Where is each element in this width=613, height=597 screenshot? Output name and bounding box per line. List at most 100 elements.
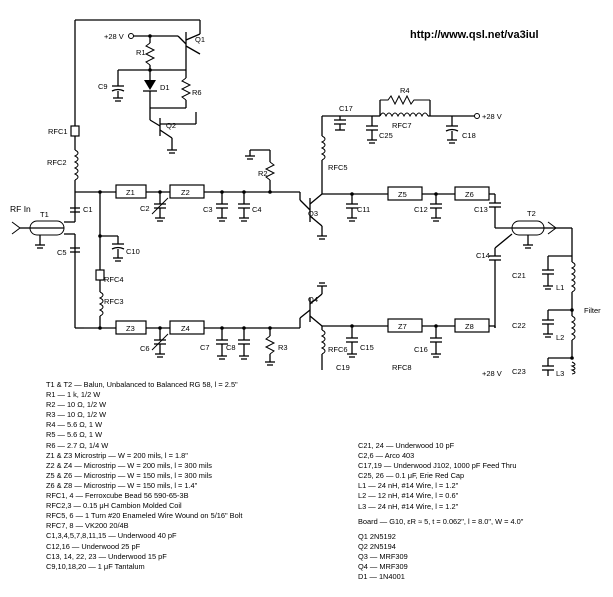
parts-list-line: R4 — 5.6 Ω, 1 W xyxy=(46,420,103,430)
label-r6: R6 xyxy=(192,88,202,97)
label-z5: Z5 xyxy=(398,190,407,199)
label-rfc6: RFC6 xyxy=(328,345,348,354)
parts-list-line: Q1 2N5192 xyxy=(358,531,396,541)
parts-list-line: R5 — 5.6 Ω, 1 W xyxy=(46,430,103,440)
parts-list-line: L1 — 24 nH, #14 Wire, l = 1.2" xyxy=(358,481,459,491)
label-supply-q3: +28 V xyxy=(482,112,502,121)
label-supply-q4: +28 V xyxy=(482,369,502,378)
label-filter: Filter xyxy=(584,306,601,315)
parts-list-line: Q2 2N5194 xyxy=(358,541,396,551)
label-c5: C5 xyxy=(57,248,67,257)
label-z2: Z2 xyxy=(181,188,190,197)
parts-list-line: RFC2,3 — 0.15 μH Cambion Molded Coil xyxy=(46,501,182,511)
parts-list-line: R2 — 10 Ω, 1/2 W xyxy=(46,400,107,410)
upper-input-match: Z1 Z2 C2 C3 C4 xyxy=(75,149,300,222)
label-l2: L2 xyxy=(556,333,564,342)
parts-list-line: RFC1, 4 — Ferroxcube Bead 56 590-65-3B xyxy=(46,491,189,501)
label-rf-in: RF In xyxy=(10,204,31,214)
label-c14: C14 xyxy=(476,251,490,260)
label-q3: Q3 xyxy=(308,209,318,218)
parts-list-line: C17,19 — Underwood J102, 1000 pF Feed Th… xyxy=(358,461,517,471)
q3-stage: Q3 RFC5 C17 C25 R4 RFC7 xyxy=(299,86,502,240)
label-rfc1: RFC1 xyxy=(48,127,68,136)
label-r2: R2 xyxy=(258,169,268,178)
label-rfc3: RFC3 xyxy=(104,297,124,306)
label-c19: C19 xyxy=(336,363,350,372)
parts-list-line: Z5 & Z6 — Microstrip — W = 150 mils, l =… xyxy=(46,470,212,480)
parts-list-line: R6 — 2.7 Ω, 1/4 W xyxy=(46,440,109,450)
parts-list-line: C13, 14, 22, 23 — Underwood 15 pF xyxy=(46,551,167,561)
label-r3: R3 xyxy=(278,343,288,352)
bias-network: +28 V Q1 R1 C9 D1 R6 xyxy=(47,19,205,192)
parts-list-line: R3 — 10 Ω, 1/2 W xyxy=(46,410,107,420)
label-z7: Z7 xyxy=(398,322,407,331)
label-l3: L3 xyxy=(556,369,564,378)
parts-list-line: C1,3,4,5,7,8,11,15 — Underwood 40 pF xyxy=(46,531,177,541)
label-r1: R1 xyxy=(136,48,146,57)
parts-list-line: C21, 24 — Underwood 10 pF xyxy=(358,441,455,450)
lower-input-match: C10 RFC4 RFC3 Z3 Z4 C6 C7 xyxy=(74,192,300,366)
label-t2: T2 xyxy=(527,209,536,218)
label-rfc8: RFC8 xyxy=(392,363,412,372)
parts-list-line: L3 — 24 nH, #14 Wire, l = 1.2" xyxy=(358,501,459,511)
label-c22: C22 xyxy=(512,321,526,330)
label-rfc2: RFC2 xyxy=(47,158,67,167)
label-z6: Z6 xyxy=(465,190,474,199)
parts-list-line: RFC5, 6 — 1 Turn #20 Enameled Wire Wound… xyxy=(46,511,243,521)
label-z3: Z3 xyxy=(126,324,135,333)
parts-list-line: C12,16 — Underwood 25 pF xyxy=(46,541,141,551)
rf-amplifier-schematic: +28 V Q1 R1 C9 D1 R6 xyxy=(10,19,601,378)
label-c12: C12 xyxy=(414,205,428,214)
label-c25: C25 xyxy=(379,131,393,140)
label-rfc7: RFC7 xyxy=(392,121,412,130)
label-c6: C6 xyxy=(140,344,150,353)
parts-list-line: L2 — 12 nH, #14 Wire, l = 0.6" xyxy=(358,491,459,501)
label-z8: Z8 xyxy=(465,322,474,331)
label-c17: C17 xyxy=(339,104,353,113)
label-c4: C4 xyxy=(252,205,262,214)
input-balun: RF In T1 C1 C5 xyxy=(10,192,93,260)
label-r4: R4 xyxy=(400,86,410,95)
label-z1: Z1 xyxy=(126,188,135,197)
parts-list-left: T1 & T2 — Balun, Unbalanced to Balanced … xyxy=(46,380,336,572)
parts-list-line: R1 — 1 k, 1/2 W xyxy=(46,390,101,400)
parts-list-line: Z1 & Z3 Microstrip — W = 200 mils, l = 1… xyxy=(46,450,188,460)
parts-list-line: Z6 & Z8 — Microstrip — W = 150 mils, l =… xyxy=(46,480,198,490)
label-c9: C9 xyxy=(98,82,108,91)
q4-stage: Q4 RFC6 C15 Z7 C16 Z8 C19 RFC8 +2 xyxy=(299,282,502,378)
label-c10: C10 xyxy=(126,247,140,256)
label-q2: Q2 xyxy=(166,121,176,130)
label-c18: C18 xyxy=(462,131,476,140)
parts-list-line: RFC7, 8 — VK200 20/4B xyxy=(46,521,129,531)
label-l1: L1 xyxy=(556,283,564,292)
label-q1: Q1 xyxy=(195,35,205,44)
label-rfc4: RFC4 xyxy=(104,275,124,284)
label-c8: C8 xyxy=(226,343,236,352)
label-z4: Z4 xyxy=(181,324,190,333)
parts-list-line: T1 & T2 — Balun, Unbalanced to Balanced … xyxy=(46,380,238,389)
label-q4: Q4 xyxy=(308,295,318,304)
parts-list-line: C25, 26 — 0.1 μF, Erie Red Cap xyxy=(358,471,465,481)
source-url: http://www.qsl.net/va3iul xyxy=(410,29,539,41)
label-c3: C3 xyxy=(203,205,213,214)
label-c7: C7 xyxy=(200,343,210,352)
label-c2: C2 xyxy=(140,204,150,213)
label-c16: C16 xyxy=(414,345,428,354)
parts-list-line: Q3 — MRF309 xyxy=(358,551,408,561)
parts-list-line: Board — G10, εR ≈ 5, t = 0.062", l = 8.0… xyxy=(358,516,524,526)
label-c23: C23 xyxy=(512,367,526,376)
label-supply-top: +28 V xyxy=(104,32,124,41)
label-c13: C13 xyxy=(474,205,488,214)
label-c15: C15 xyxy=(360,343,374,352)
parts-list-line: Q4 — MRF309 xyxy=(358,562,408,572)
label-c21: C21 xyxy=(512,271,526,280)
label-c11: C11 xyxy=(357,205,370,214)
label-c1: C1 xyxy=(83,205,93,214)
parts-list-line: Z2 & Z4 — Microstrip — W = 200 mils, l =… xyxy=(46,460,212,470)
parts-list-line: C9,10,18,20 — 1 μF Tantalum xyxy=(46,561,145,571)
label-rfc5: RFC5 xyxy=(328,163,348,172)
parts-list-line: D1 — 1N4001 xyxy=(358,572,405,582)
output-balun-filter: T2 C14 C21 L1 Filter xyxy=(476,209,601,378)
label-d1: D1 xyxy=(160,83,170,92)
